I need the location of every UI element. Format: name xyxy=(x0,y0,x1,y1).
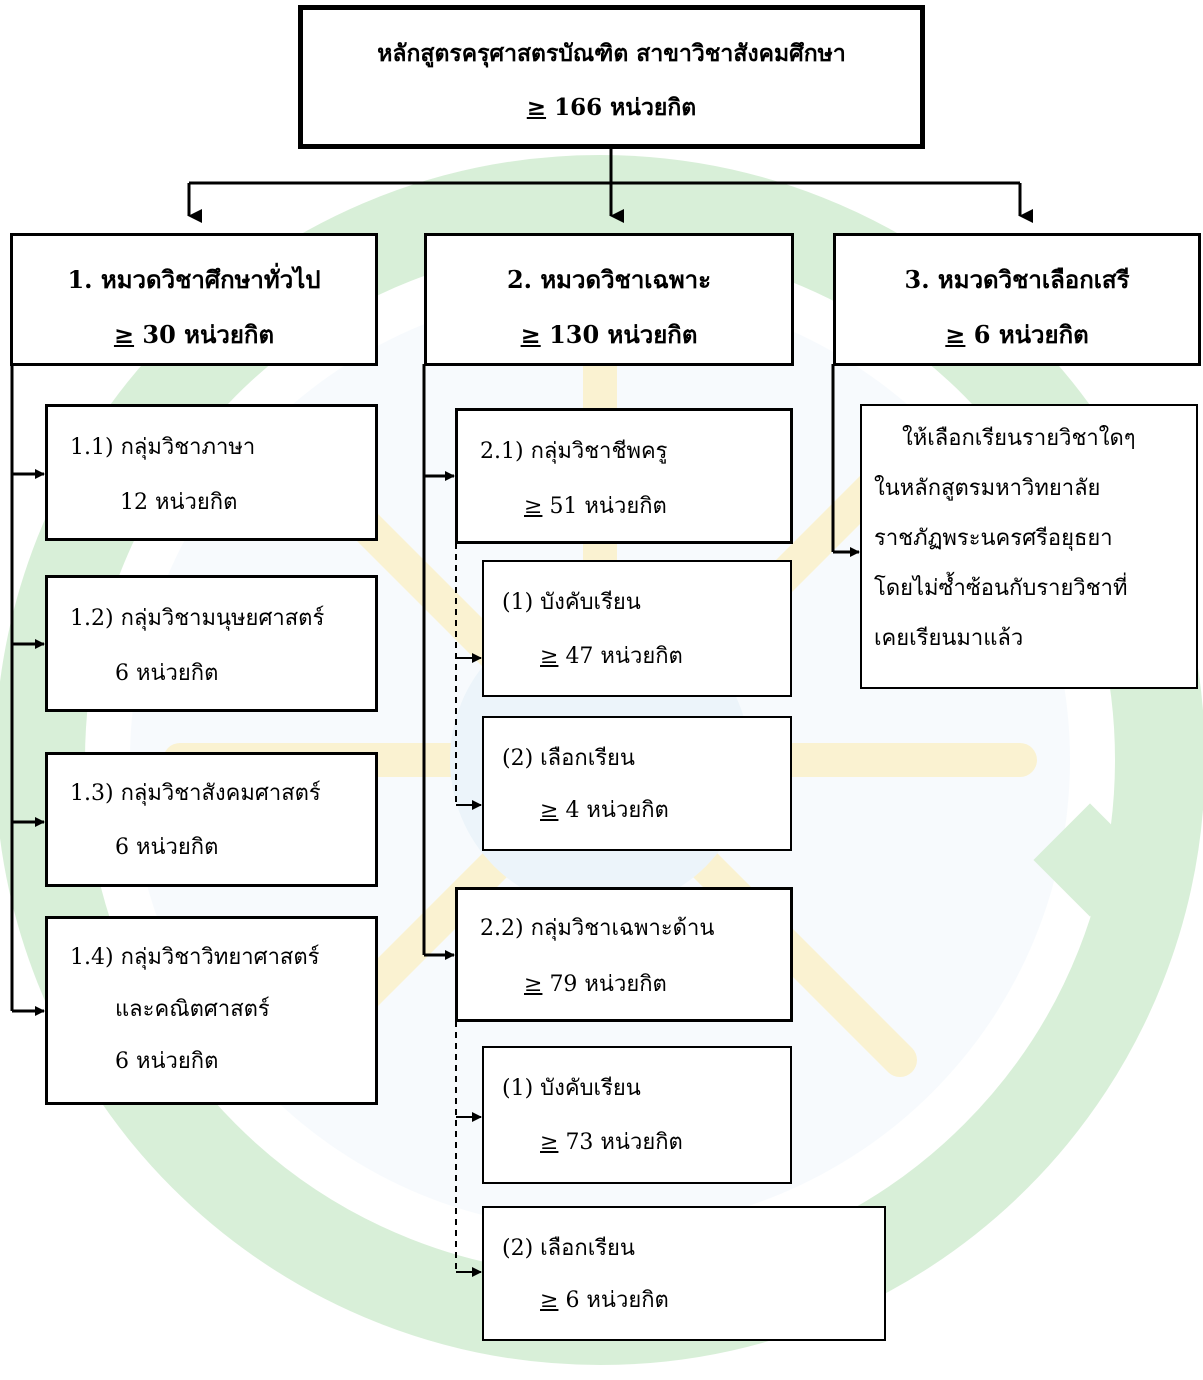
group-2-1-elective-title: (2) เลือกเรียน xyxy=(502,746,635,771)
category-1-title: 1. หมวดวิชาศึกษาทั่วไป xyxy=(67,265,321,294)
free-elective-line-3: ราชภัฏพระนครศรีอยุธยา xyxy=(874,526,1113,551)
free-elective-line-2: ในหลักสูตรมหาวิทยาลัย xyxy=(874,476,1101,501)
category-2-title: 2. หมวดวิชาเฉพาะ xyxy=(506,265,712,294)
group-2-2-title: 2.2) กลุ่มวิชาเฉพาะด้าน xyxy=(480,916,715,941)
category-3-title: 3. หมวดวิชาเลือกเสรี xyxy=(904,265,1130,294)
group-1-1-box: 1.1) กลุ่มวิชาภาษา 12 หน่วยกิต xyxy=(45,404,378,541)
group-1-4-credits: 6 หน่วยกิต xyxy=(115,1049,219,1074)
free-elective-line-5: เคยเรียนมาแล้ว xyxy=(874,626,1024,651)
category-2-credits: ≥ 130 หน่วยกิต xyxy=(520,320,698,349)
category-specialized-box: 2. หมวดวิชาเฉพาะ ≥ 130 หน่วยกิต xyxy=(424,233,794,366)
root-title: หลักสูตรครุศาสตรบัณฑิต สาขาวิชาสังคมศึกษ… xyxy=(377,40,846,67)
group-1-1-credits: 12 หน่วยกิต xyxy=(120,490,238,515)
group-2-2-compulsory-title: (1) บังคับเรียน xyxy=(502,1076,641,1101)
group-1-2-credits: 6 หน่วยกิต xyxy=(115,661,219,686)
group-2-1-compulsory-box: (1) บังคับเรียน ≥ 47 หน่วยกิต xyxy=(482,560,792,697)
root-credits: ≥ 166 หน่วยกิต xyxy=(526,94,697,121)
group-2-1-compulsory-credits: ≥ 47 หน่วยกิต xyxy=(540,644,683,669)
group-1-4-title: 1.4) กลุ่มวิชาวิทยาศาสตร์ xyxy=(70,945,320,970)
category-general-education-box: 1. หมวดวิชาศึกษาทั่วไป ≥ 30 หน่วยกิต xyxy=(10,233,378,366)
group-1-3-credits: 6 หน่วยกิต xyxy=(115,835,219,860)
group-2-2-elective-box: (2) เลือกเรียน ≥ 6 หน่วยกิต xyxy=(482,1206,886,1341)
category-3-credits: ≥ 6 หน่วยกิต xyxy=(945,320,1089,349)
free-elective-description-box: ให้เลือกเรียนรายวิชาใดๆ ในหลักสูตรมหาวิท… xyxy=(860,404,1198,689)
group-1-4-title-line2: และคณิตศาสตร์ xyxy=(115,997,270,1022)
group-2-1-box: 2.1) กลุ่มวิชาชีพครู ≥ 51 หน่วยกิต xyxy=(455,408,793,544)
group-2-1-elective-credits: ≥ 4 หน่วยกิต xyxy=(540,798,669,823)
free-elective-line-1: ให้เลือกเรียนรายวิชาใดๆ xyxy=(902,426,1136,451)
group-2-1-elective-box: (2) เลือกเรียน ≥ 4 หน่วยกิต xyxy=(482,716,792,851)
group-2-2-compulsory-credits: ≥ 73 หน่วยกิต xyxy=(540,1130,683,1155)
group-1-3-title: 1.3) กลุ่มวิชาสังคมศาสตร์ xyxy=(70,781,321,806)
group-2-1-credits: ≥ 51 หน่วยกิต xyxy=(524,494,667,519)
group-1-1-title: 1.1) กลุ่มวิชาภาษา xyxy=(70,435,256,460)
group-2-2-credits: ≥ 79 หน่วยกิต xyxy=(524,972,667,997)
category-free-elective-box: 3. หมวดวิชาเลือกเสรี ≥ 6 หน่วยกิต xyxy=(833,233,1201,366)
group-2-2-elective-title: (2) เลือกเรียน xyxy=(502,1236,635,1261)
group-1-3-box: 1.3) กลุ่มวิชาสังคมศาสตร์ 6 หน่วยกิต xyxy=(45,752,378,887)
group-2-2-elective-credits: ≥ 6 หน่วยกิต xyxy=(540,1288,669,1313)
category-1-credits: ≥ 30 หน่วยกิต xyxy=(113,320,275,349)
group-1-4-box: 1.4) กลุ่มวิชาวิทยาศาสตร์ และคณิตศาสตร์ … xyxy=(45,916,378,1105)
group-2-1-title: 2.1) กลุ่มวิชาชีพครู xyxy=(480,439,668,464)
group-2-1-compulsory-title: (1) บังคับเรียน xyxy=(502,590,641,615)
free-elective-line-4: โดยไม่ซ้ำซ้อนกับรายวิชาที่ xyxy=(874,576,1128,601)
group-1-2-title: 1.2) กลุ่มวิชามนุษยศาสตร์ xyxy=(70,606,325,631)
ge-sign: ≥ xyxy=(526,94,547,121)
group-2-2-compulsory-box: (1) บังคับเรียน ≥ 73 หน่วยกิต xyxy=(482,1046,792,1184)
group-1-2-box: 1.2) กลุ่มวิชามนุษยศาสตร์ 6 หน่วยกิต xyxy=(45,575,378,712)
root-program-box: หลักสูตรครุศาสตรบัณฑิต สาขาวิชาสังคมศึกษ… xyxy=(298,5,925,149)
group-2-2-box: 2.2) กลุ่มวิชาเฉพาะด้าน ≥ 79 หน่วยกิต xyxy=(455,887,793,1022)
